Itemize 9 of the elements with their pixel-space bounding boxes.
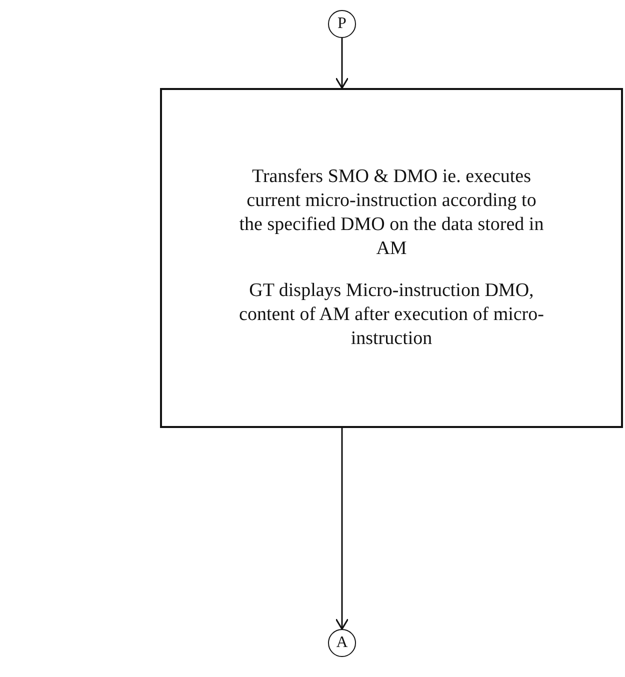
process-box [160,88,623,428]
connector-label: A [336,634,348,652]
process-text: GT displays Micro-instruction DMO, content of AM after execution of micro-instruction [239,279,544,351]
process-text: Transfers SMO & DMO ie. executes current micro-instruction according to the specified DMO on the data stored in AM [239,165,544,261]
connector-label: P [338,15,346,33]
connector-circle [328,10,356,38]
connector-circle [328,629,356,657]
arrow [335,428,349,630]
arrow [335,38,349,89]
